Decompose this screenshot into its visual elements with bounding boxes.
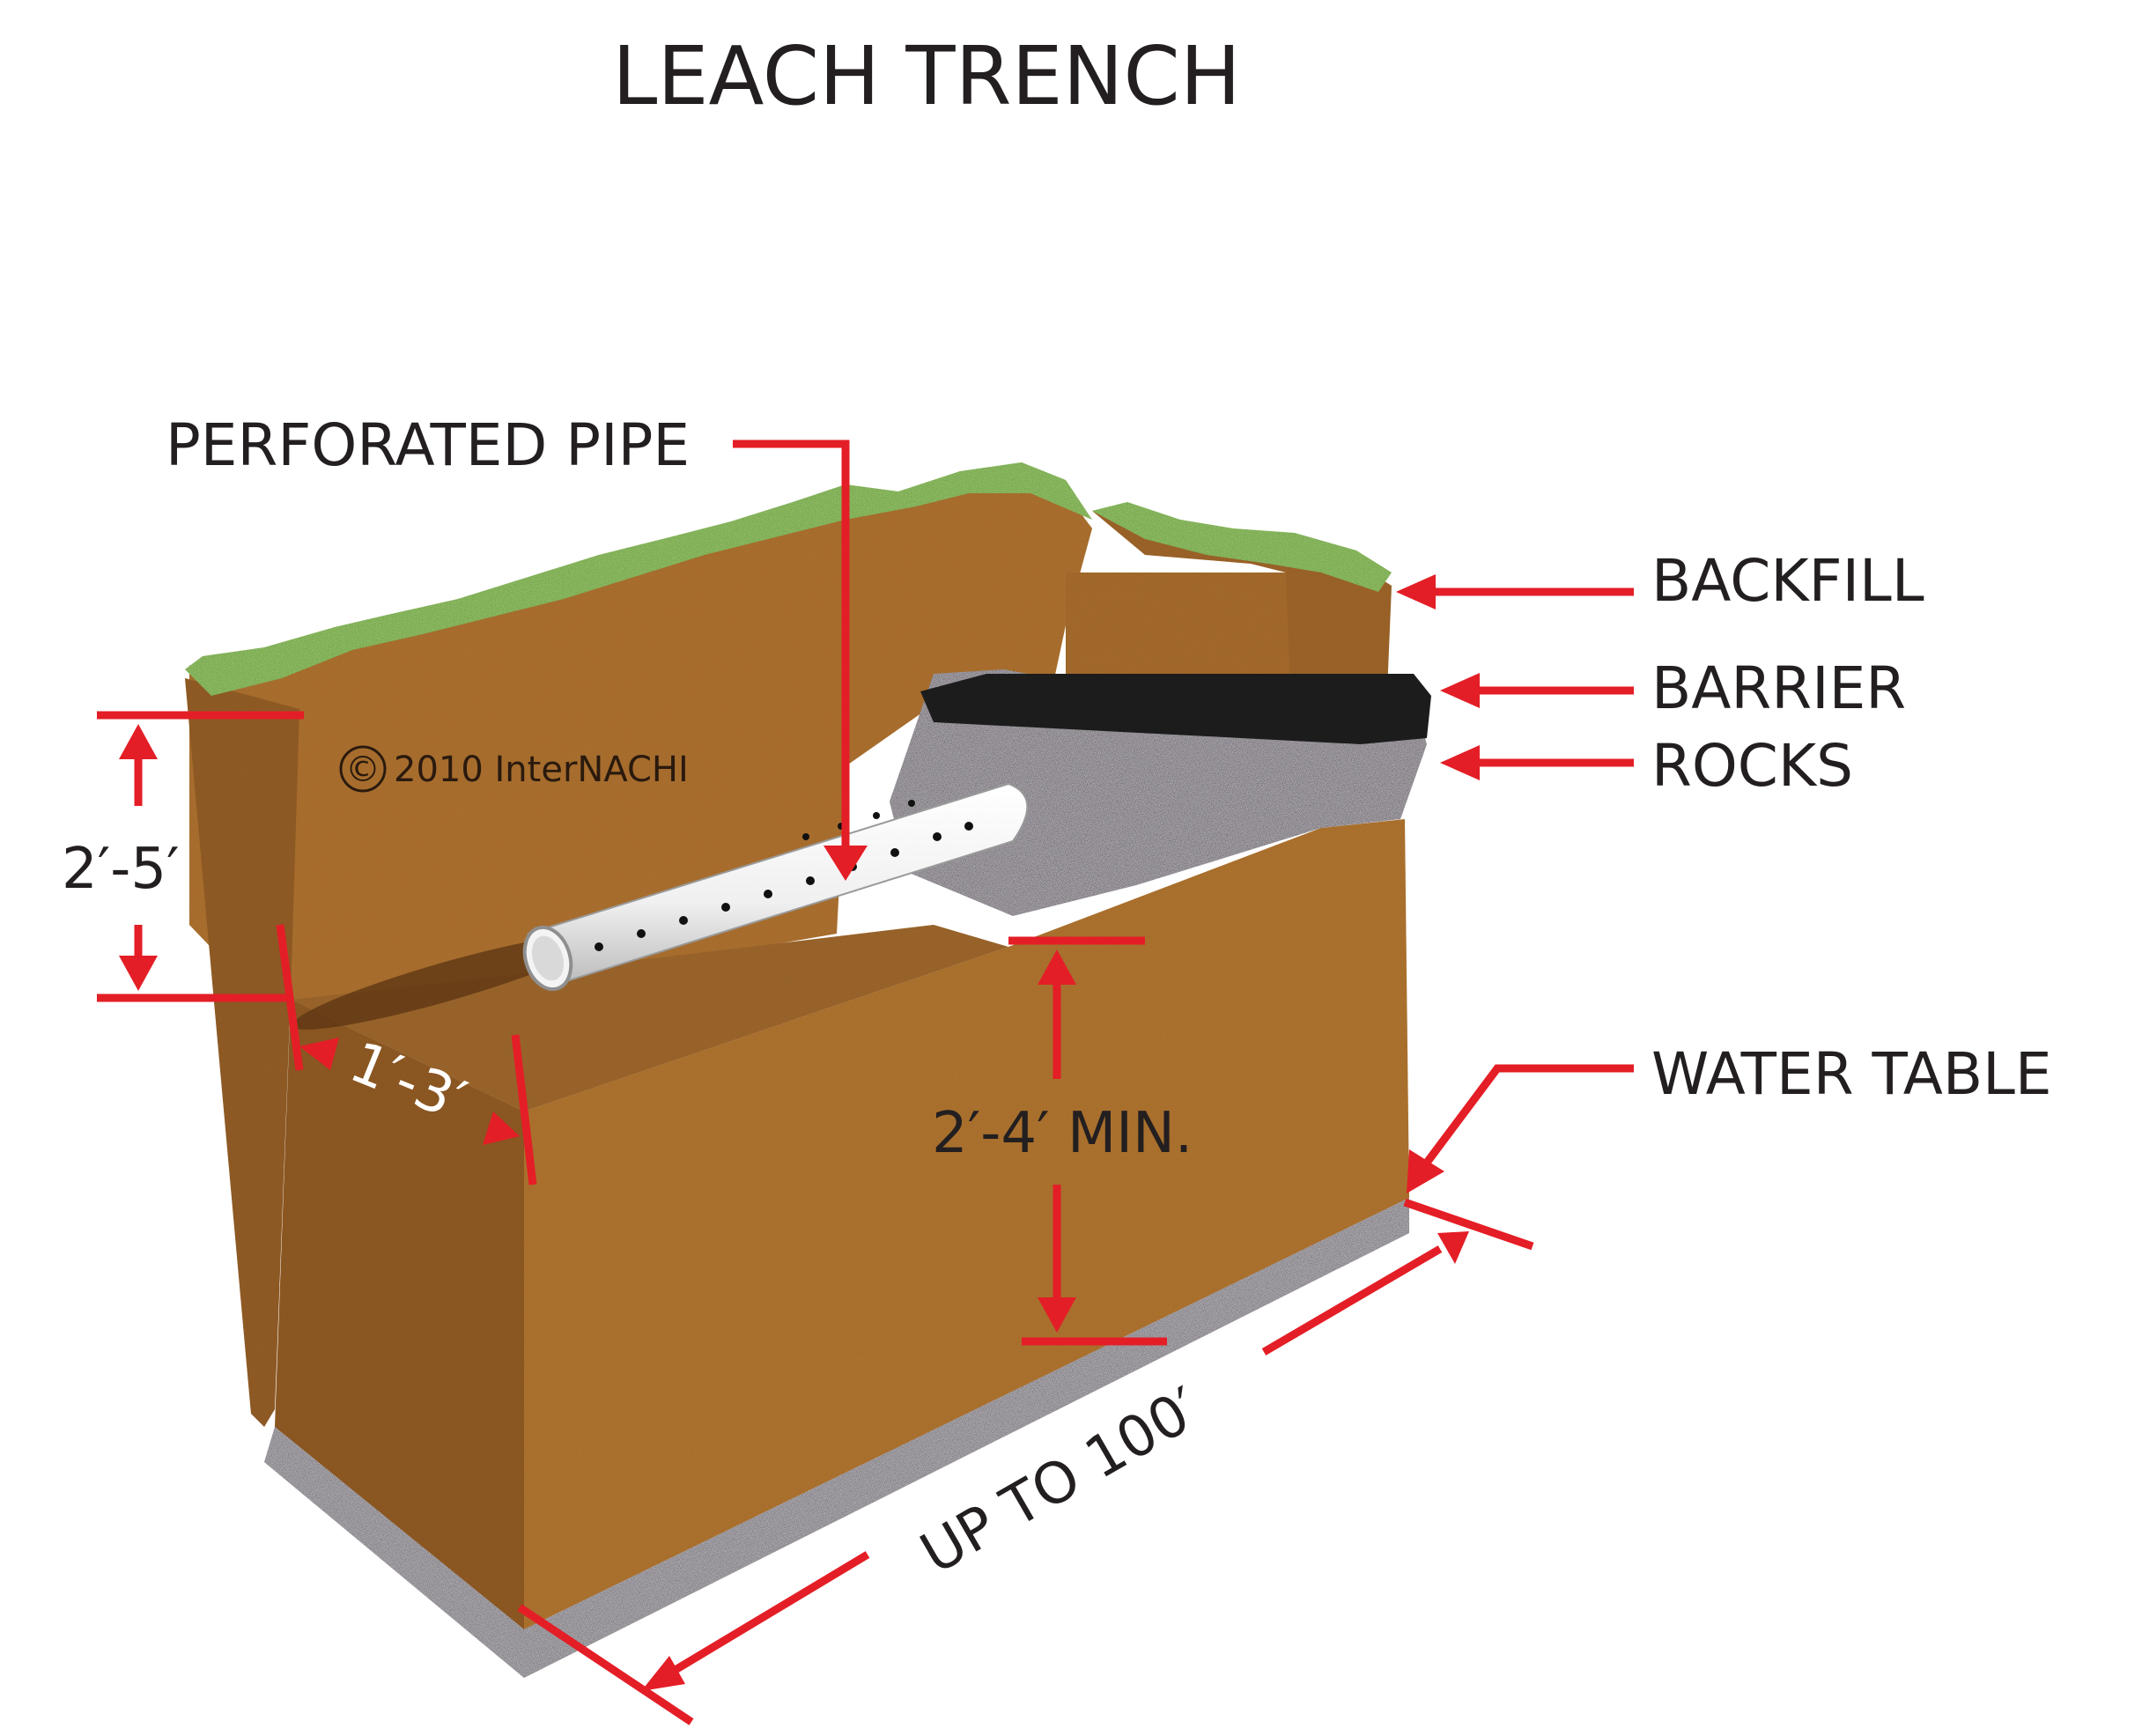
diagram-title: LEACH TRENCH (612, 29, 1241, 123)
copyright-text: 2010 InterNACHI (394, 750, 689, 790)
side-face (524, 819, 1409, 1629)
water-table-label: WATER TABLE (1651, 1040, 2052, 1108)
grass-top-back (185, 462, 1092, 696)
width-arrowhead-right (483, 1112, 520, 1145)
trench-floor (291, 925, 1008, 1112)
perforated-pipe-label: PERFORATED PIPE (166, 411, 690, 479)
depth-arrowhead-up (119, 724, 158, 759)
annotations (97, 440, 1634, 1725)
front-face (275, 1000, 524, 1629)
copyright-symbol: © (345, 750, 380, 790)
left-end-face (185, 678, 299, 1427)
backfill-label: BACKFILL (1651, 547, 1924, 615)
length-right-tick (1403, 1198, 1534, 1251)
length-arrowhead-left (641, 1656, 685, 1691)
width-arrowhead-left (299, 1038, 339, 1070)
pipe-leader-line (733, 440, 850, 850)
length-arrowhead-right (1437, 1231, 1469, 1264)
backfill-soil-face (189, 476, 1092, 1022)
soil-block (185, 476, 1409, 1678)
grass-top-right (1092, 502, 1392, 592)
perforated-pipe (292, 782, 1029, 1030)
width-right-tick (511, 1034, 537, 1186)
water-table-arrowhead (1407, 1149, 1444, 1193)
barrier-arrowhead (1440, 673, 1480, 708)
trench-depth-dimension: 2′-5′ (62, 837, 180, 902)
length-arrow-right-shaft (1261, 1245, 1443, 1356)
backfill-upper-right (1092, 511, 1392, 691)
rocks-arrowhead (1440, 745, 1480, 780)
length-left-tick (517, 1604, 694, 1725)
barrier-layer (920, 674, 1431, 744)
pipe-leader-arrowhead (824, 846, 868, 881)
water-table-leader (1423, 1064, 1634, 1165)
separation-arrowhead-up (1038, 949, 1076, 985)
copyright-mark: © 2010 InterNACHI (339, 745, 689, 793)
depth-arrowhead-down (119, 956, 158, 991)
separation-arrowhead-down (1038, 1297, 1076, 1333)
backfill-arrowhead (1396, 574, 1436, 609)
rocks-label: ROCKS (1651, 732, 1853, 800)
copyright-circle (339, 745, 387, 793)
length-arrow-left-shaft (667, 1551, 870, 1677)
width-left-tick (276, 924, 304, 1071)
separation-dimension: 2′-4′ MIN. (932, 1101, 1193, 1166)
barrier-label: BARRIER (1651, 654, 1906, 722)
